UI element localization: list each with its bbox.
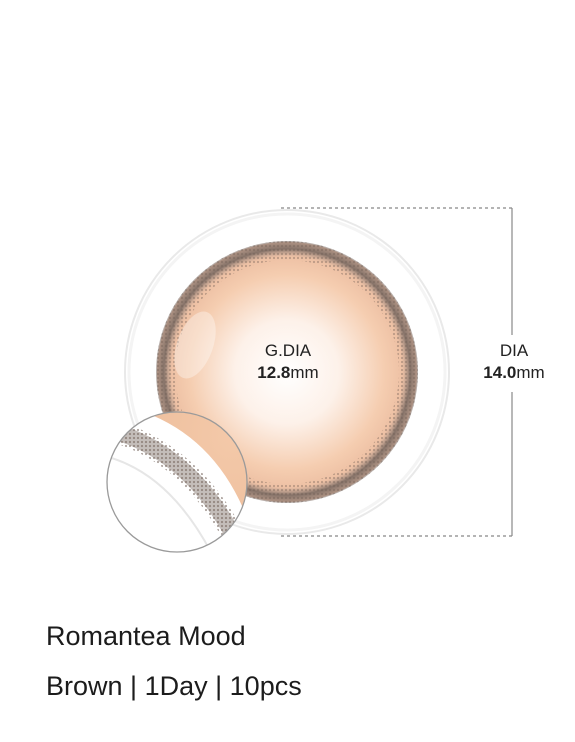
dia-unit: mm xyxy=(516,363,545,382)
gdia-label: G.DIA xyxy=(264,341,312,360)
spec-separator: | xyxy=(130,671,138,701)
gdia-label-group: G.DIA 12.8mm xyxy=(218,340,358,384)
product-spec: Brown | 1Day | 10pcs xyxy=(46,671,302,702)
product-count: 10pcs xyxy=(229,671,302,701)
product-color: Brown xyxy=(46,671,123,701)
dia-label: DIA xyxy=(499,341,529,360)
dia-value: 14.0 xyxy=(483,363,517,382)
gdia-unit: mm xyxy=(290,363,319,382)
spec-separator: | xyxy=(215,671,223,701)
product-name: Romantea Mood xyxy=(46,621,246,651)
gdia-value: 12.8 xyxy=(257,363,291,382)
product-duration: 1Day xyxy=(144,671,208,701)
dia-label-group: DIA 14.0mm xyxy=(462,340,566,384)
gdia-measure: 12.8mm xyxy=(218,362,358,384)
dia-measure: 14.0mm xyxy=(462,362,566,384)
zoom-detail-border xyxy=(106,411,248,553)
